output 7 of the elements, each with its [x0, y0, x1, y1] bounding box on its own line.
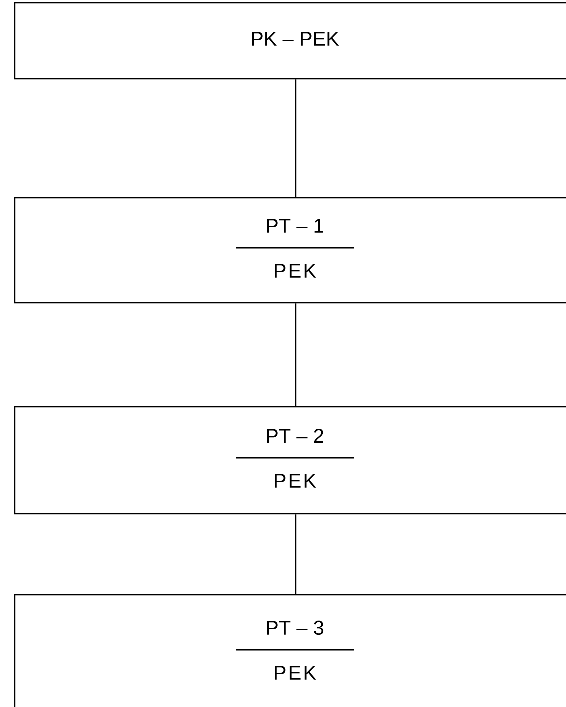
- process-box: PT – 2 PEK: [14, 406, 566, 515]
- process-box: PT – 3 PEK: [14, 594, 566, 707]
- connector-line: [295, 80, 297, 197]
- connector-line: [295, 514, 297, 594]
- process-box: PK – PEK: [14, 2, 566, 80]
- connector-line: [295, 304, 297, 406]
- process-box: PT – 1 PEK: [14, 197, 566, 304]
